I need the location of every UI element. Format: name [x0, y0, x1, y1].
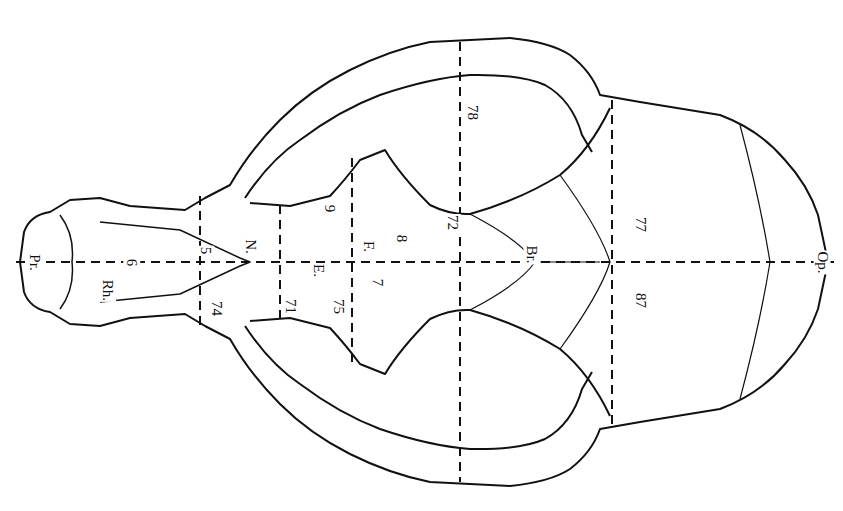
measurement-label: F.: [360, 240, 377, 253]
width-measure: [611, 100, 613, 424]
measurement-label: 6: [124, 257, 141, 267]
cranium-outline: [250, 310, 610, 416]
measurement-label: 9: [322, 203, 339, 213]
measurement-label: 87: [632, 292, 649, 309]
width-measure: [279, 205, 281, 320]
measurement-label: 8: [394, 233, 411, 243]
measurement-label: 72: [444, 214, 461, 231]
measurement-label: 71: [282, 298, 299, 315]
width-measure: [351, 158, 353, 366]
zygomatic-arch-inner: [245, 326, 592, 449]
measurement-label: N.: [242, 238, 259, 255]
width-measure: [459, 42, 461, 482]
measurement-label: Rh.: [99, 278, 116, 301]
measurement-label: 77: [632, 216, 649, 233]
measurement-label: 7: [370, 277, 387, 287]
measurement-label: 78: [464, 104, 481, 121]
measurement-label: 74: [208, 300, 225, 317]
cranium-outline: [250, 108, 610, 214]
measurement-label: Br.: [524, 244, 541, 264]
measurement-label: Pr.: [25, 253, 42, 271]
measurement-label: 75: [330, 298, 347, 315]
zygomatic-arch-inner: [245, 75, 592, 198]
measurement-label: E.: [309, 263, 326, 278]
measurement-label: Op.: [814, 250, 831, 274]
width-measure: [199, 196, 201, 328]
measurement-label: 5: [198, 245, 215, 255]
